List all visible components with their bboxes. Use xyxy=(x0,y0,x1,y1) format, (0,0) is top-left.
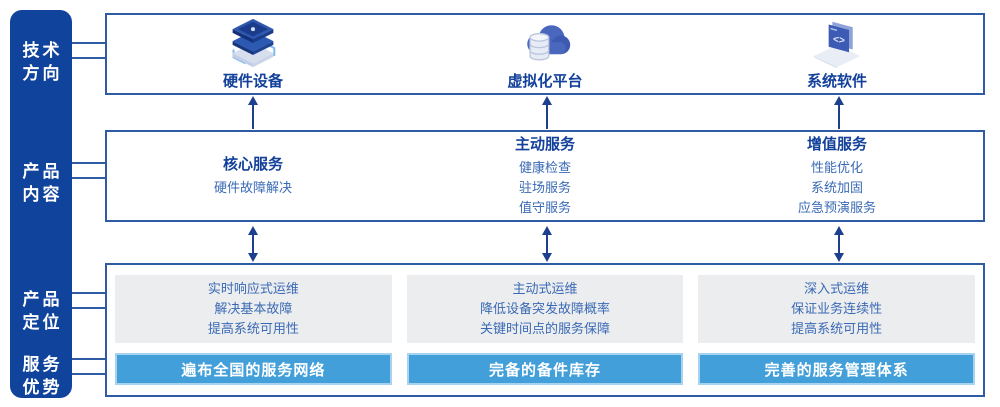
sidebar-label-text: 技术 xyxy=(22,41,63,60)
connector-line xyxy=(72,292,105,294)
connector-line xyxy=(72,162,105,164)
service-col-core: 核心服务 硬件故障解决 xyxy=(107,132,399,220)
positioning-line: 解决基本故障 xyxy=(214,301,293,316)
tech-item-label: 系统软件 xyxy=(806,72,867,90)
connector-line xyxy=(72,42,105,44)
up-arrow xyxy=(542,96,552,129)
connector-line xyxy=(72,373,105,375)
code-window-icon: <> xyxy=(813,21,861,68)
server-stack-icon xyxy=(232,18,276,67)
tech-item-label: 虚拟化平台 xyxy=(507,72,583,90)
product-positioning-box: 实时响应式运维 解决基本故障 提高系统可用性 遍布全国的服务网络 主动式运维 降… xyxy=(105,263,985,397)
positioning-line: 实时响应式运维 xyxy=(207,281,299,296)
positioning-line: 降低设备突发故障概率 xyxy=(480,301,611,316)
svg-text:<>: <> xyxy=(832,34,845,47)
positioning-line: 深入式运维 xyxy=(804,281,870,296)
positioning-panel: 主动式运维 降低设备突发故障概率 关键时间点的服务保障 xyxy=(406,275,684,343)
positioning-line: 提高系统可用性 xyxy=(791,321,883,336)
positioning-panel: 深入式运维 保证业务连续性 提高系统可用性 xyxy=(698,275,976,343)
positioning-col-realtime: 实时响应式运维 解决基本故障 提高系统可用性 遍布全国的服务网络 xyxy=(115,275,392,385)
tech-direction-box: 硬件设备 虚拟化平台 <> xyxy=(105,13,985,95)
connector-line xyxy=(72,358,105,360)
advantage-banner: 遍布全国的服务网络 xyxy=(115,353,392,385)
positioning-line: 主动式运维 xyxy=(512,281,578,296)
sidebar-label-text: 产品 xyxy=(22,290,63,309)
service-item: 驻场服务 xyxy=(518,180,571,195)
sidebar-label-product-content: 产品 内容 xyxy=(10,160,72,206)
sidebar-label-tech-direction: 技术 方向 xyxy=(10,39,72,85)
service-item: 系统加固 xyxy=(810,180,863,195)
product-content-box: 核心服务 硬件故障解决 主动服务 健康检查 驻场服务 值守服务 增值服务 性能优… xyxy=(105,130,985,222)
service-heading: 核心服务 xyxy=(222,156,283,173)
sidebar-label-text: 内容 xyxy=(22,185,63,204)
service-item: 性能优化 xyxy=(810,160,863,175)
sidebar-label-service-advantage: 服务 优势 xyxy=(10,353,72,399)
double-arrow xyxy=(542,226,552,262)
advantage-banner: 完备的备件库存 xyxy=(406,353,684,385)
sidebar-label-text: 优势 xyxy=(22,378,63,397)
up-arrow xyxy=(248,96,258,129)
tech-item-hardware: 硬件设备 xyxy=(107,15,399,93)
sidebar-label-text: 方向 xyxy=(22,64,63,83)
cloud-database-icon xyxy=(527,24,571,60)
tech-item-software: <> 系统软件 xyxy=(691,15,983,93)
positioning-col-proactive: 主动式运维 降低设备突发故障概率 关键时间点的服务保障 完备的备件库存 xyxy=(406,275,684,385)
sidebar-label-text: 服务 xyxy=(22,355,63,374)
positioning-panel: 实时响应式运维 解决基本故障 提高系统可用性 xyxy=(115,275,392,343)
positioning-line: 关键时间点的服务保障 xyxy=(480,321,611,336)
sidebar-label-text: 定位 xyxy=(22,313,63,332)
positioning-line: 提高系统可用性 xyxy=(207,321,299,336)
advantage-banner: 完善的服务管理体系 xyxy=(698,353,976,385)
service-item: 健康检查 xyxy=(518,160,571,175)
service-col-proactive: 主动服务 健康检查 驻场服务 值守服务 xyxy=(399,132,691,220)
positioning-line: 保证业务连续性 xyxy=(791,301,883,316)
sidebar-label-product-positioning: 产品 定位 xyxy=(10,288,72,334)
sidebar: 技术 方向 产品 内容 产品 定位 服务 优势 xyxy=(10,10,72,398)
tech-item-virtualization: 虚拟化平台 xyxy=(399,15,691,93)
positioning-col-indepth: 深入式运维 保证业务连续性 提高系统可用性 完善的服务管理体系 xyxy=(698,275,976,385)
connector-line xyxy=(72,177,105,179)
double-arrow xyxy=(248,226,258,262)
service-heading: 主动服务 xyxy=(514,136,575,153)
up-arrow xyxy=(834,96,844,129)
connector-line xyxy=(72,307,105,309)
service-item: 应急预演服务 xyxy=(797,200,876,215)
service-heading: 增值服务 xyxy=(806,136,867,153)
service-item: 硬件故障解决 xyxy=(213,180,292,195)
connector-line xyxy=(72,57,105,59)
service-col-value-added: 增值服务 性能优化 系统加固 应急预演服务 xyxy=(691,132,983,220)
tech-item-label: 硬件设备 xyxy=(222,72,283,90)
double-arrow xyxy=(834,226,844,262)
sidebar-label-text: 产品 xyxy=(22,162,63,181)
service-item: 值守服务 xyxy=(518,200,571,215)
